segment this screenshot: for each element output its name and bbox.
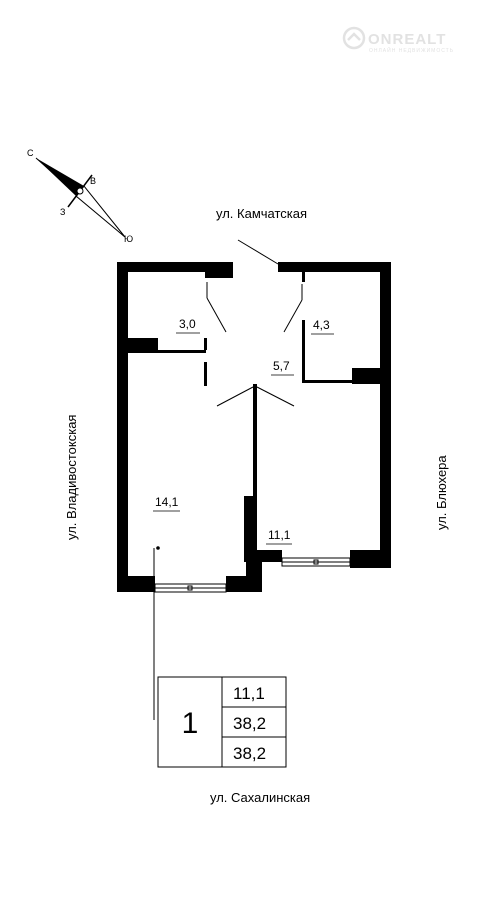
room-areas: 3,0 4,3 5,7 14,1 11,1	[153, 317, 334, 545]
window-kitchen	[281, 557, 351, 567]
room-area-kitchen-small: 4,3	[313, 318, 330, 332]
door-swings	[153, 239, 303, 720]
compass-needle-north-icon	[36, 158, 84, 196]
plan-pointer-dot	[156, 546, 160, 550]
room-area-kitchen: 11,1	[268, 528, 291, 542]
logo-tagline: ОНЛАЙН НЕДВИЖИМОСТЬ	[369, 46, 454, 54]
logo: ONREALT ОНЛАЙН НЕДВИЖИМОСТЬ	[342, 26, 454, 54]
logo-icon	[342, 26, 366, 50]
compass-north-label: С	[27, 148, 34, 158]
compass-needle-south-icon	[75, 185, 126, 238]
walls	[117, 262, 391, 592]
summary-value-1: 11,1	[233, 684, 265, 703]
street-label-top: ул. Камчатская	[216, 206, 307, 221]
summary-box: 1 11,1 38,2 38,2	[157, 676, 287, 768]
window-living-room	[154, 583, 227, 593]
street-label-left: ул. Владивостокская	[64, 415, 79, 540]
room-area-living-room: 14,1	[155, 495, 179, 509]
compass-south-label: Ю	[124, 234, 133, 244]
room-area-bathroom: 3,0	[179, 317, 196, 331]
compass-west-label: З	[60, 207, 65, 217]
street-label-bottom: ул. Сахалинская	[210, 790, 310, 805]
logo-name: ONREALT	[368, 31, 446, 48]
summary-value-3: 38,2	[233, 744, 266, 763]
summary-rooms-count: 1	[182, 707, 199, 740]
compass-east-label: В	[90, 176, 96, 186]
summary-value-2: 38,2	[233, 714, 266, 733]
compass-rose: С В З Ю	[27, 148, 133, 244]
room-area-hall: 5,7	[273, 359, 290, 373]
street-label-right: ул. Блюхера	[434, 455, 449, 530]
